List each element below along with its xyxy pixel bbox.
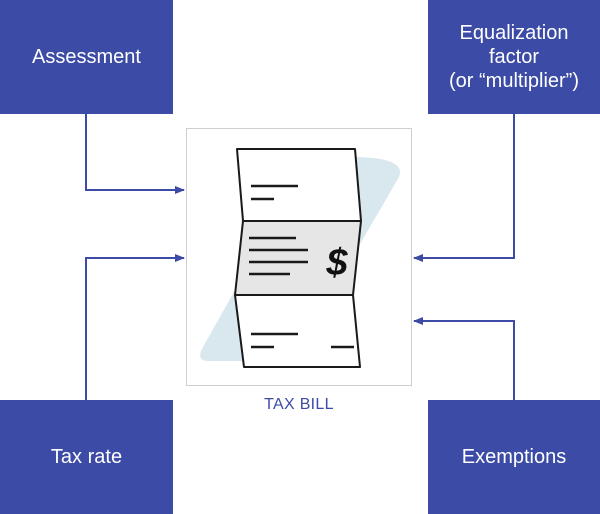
equalization-line-2: factor: [449, 45, 579, 69]
equalization-factor-box: Equalization factor (or “multiplier”): [428, 0, 600, 114]
arrow-equalization: [414, 114, 514, 258]
bill-bottom-panel: [235, 295, 360, 367]
exemptions-label: Exemptions: [462, 445, 567, 469]
tax-rate-box: Tax rate: [0, 400, 173, 514]
arrow-assessment: [86, 114, 184, 190]
tax-bill-caption: TAX BILL: [186, 396, 412, 414]
dollar-sign-icon: $: [325, 242, 348, 284]
tax-bill-icon: $: [187, 129, 413, 387]
tax-bill-illustration: $: [186, 128, 412, 386]
exemptions-box: Exemptions: [428, 400, 600, 514]
arrow-tax-rate: [86, 258, 184, 400]
equalization-line-1: Equalization: [449, 21, 579, 45]
assessment-label: Assessment: [32, 45, 141, 69]
tax-rate-label: Tax rate: [51, 445, 122, 469]
equalization-factor-label: Equalization factor (or “multiplier”): [449, 21, 579, 93]
assessment-box: Assessment: [0, 0, 173, 114]
equalization-line-3: (or “multiplier”): [449, 69, 579, 93]
arrow-exemptions: [414, 321, 514, 400]
